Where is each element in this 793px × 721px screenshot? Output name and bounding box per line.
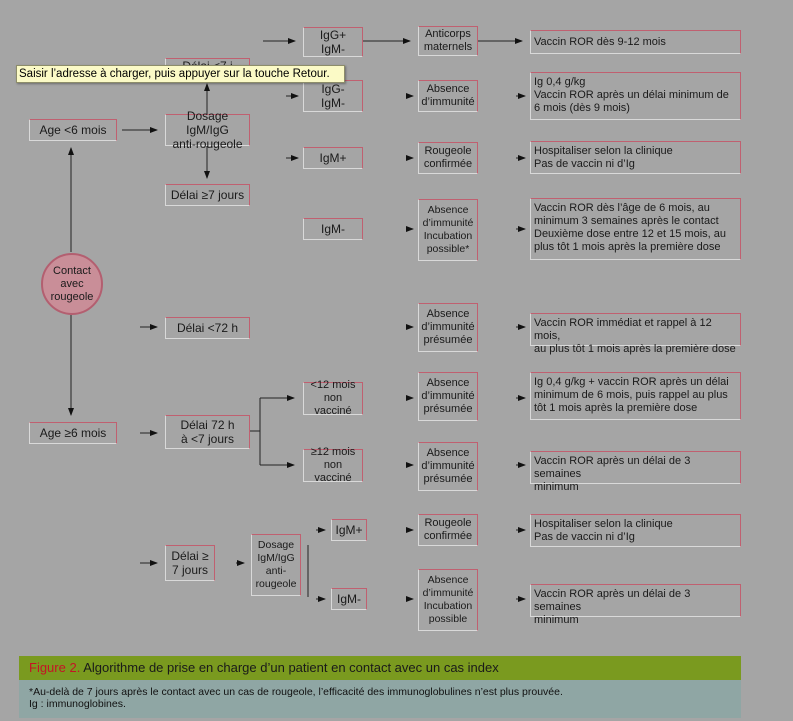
result-hospitaliser-b: Hospitaliser selon la clinique Pas de va…	[530, 514, 741, 547]
delai-ge-7j-b-box: Délai ≥ 7 jours	[165, 545, 215, 581]
igm-pos-box: IgM+	[303, 147, 363, 169]
delai-lt-72h-box: Délai <72 h	[165, 317, 250, 339]
result-ig-vaccin: Ig 0,4 g/kg + vaccin ROR après un délai …	[530, 372, 741, 420]
absence-immunite-incubation-b-box: Absence d’immunité Incubation possible	[418, 569, 478, 631]
result-ig-0-4: Ig 0,4 g/kg Vaccin ROR après un délai mi…	[530, 72, 741, 120]
dosage-b-box: Dosage IgM/IgG anti- rougeole	[251, 534, 301, 596]
absence-presumee-1-box: Absence d’immunité présumée	[418, 303, 478, 352]
rougeole-confirmee-b-box: Rougeole confirmée	[418, 514, 478, 546]
result-vaccin-immediat: Vaccin ROR immédiat et rappel à 12 mois,…	[530, 313, 741, 355]
figure-title: Algorithme de prise en charge d’un patie…	[80, 660, 499, 675]
absence-immunite-incubation-box: Absence d’immunité Incubation possible*	[418, 199, 478, 261]
igg-neg-igm-neg-box: IgG- IgM-	[303, 80, 363, 112]
lt-12-months-non-vaccine-box: <12 mois non vacciné	[303, 379, 363, 417]
age-ge-6-months-box: Age ≥6 mois	[29, 422, 117, 444]
delai-ge-7-days-box: Délai ≥7 jours	[165, 184, 250, 206]
igg-pos-igm-neg-box: IgG+ IgM-	[303, 27, 363, 57]
note-line-2: Ig : immunoglobines.	[29, 698, 126, 710]
anticorps-maternels-box: Anticorps maternels	[418, 26, 478, 56]
address-tooltip: Saisir l’adresse à charger, puis appuyer…	[16, 65, 345, 83]
absence-presumee-2-box: Absence d’immunité présumée	[418, 372, 478, 421]
rougeole-confirmee-box: Rougeole confirmée	[418, 142, 478, 174]
age-lt-6-months-box: Age <6 mois	[29, 119, 117, 141]
note-line-1: *Au-delà de 7 jours après le contact ave…	[29, 686, 563, 698]
result-3-semaines-b: Vaccin ROR après un délai de 3 semaines …	[530, 584, 741, 626]
figure-note: *Au-delà de 7 jours après le contact ave…	[19, 680, 741, 718]
dosage-igm-igg-box: Dosage IgM/IgG anti-rougeole	[165, 109, 250, 151]
result-vaccin-9-12: Vaccin ROR dès 9-12 mois	[530, 30, 741, 54]
start-node-contact-rougeole: Contact avec rougeole	[41, 253, 103, 315]
igm-pos-b-box: IgM+	[331, 519, 367, 541]
result-vaccin-6-months: Vaccin ROR dès l’âge de 6 mois, au minim…	[530, 198, 741, 260]
absence-immunite-box: Absence d’immunité	[418, 80, 478, 112]
ge-12-months-non-vaccine-box: ≥12 mois non vacciné	[303, 446, 363, 484]
absence-presumee-3-box: Absence d’immunité présumée	[418, 442, 478, 491]
figure-label: Figure 2.	[29, 660, 81, 675]
figure-caption: Figure 2. Algorithme de prise en charge …	[19, 656, 741, 680]
igm-neg-b-box: IgM-	[331, 588, 367, 610]
delai-72h-7j-box: Délai 72 h à <7 jours	[165, 415, 250, 449]
igm-neg-box: IgM-	[303, 218, 363, 240]
result-hospitaliser-a: Hospitaliser selon la clinique Pas de va…	[530, 141, 741, 174]
result-3-semaines-a: Vaccin ROR après un délai de 3 semaines …	[530, 451, 741, 493]
